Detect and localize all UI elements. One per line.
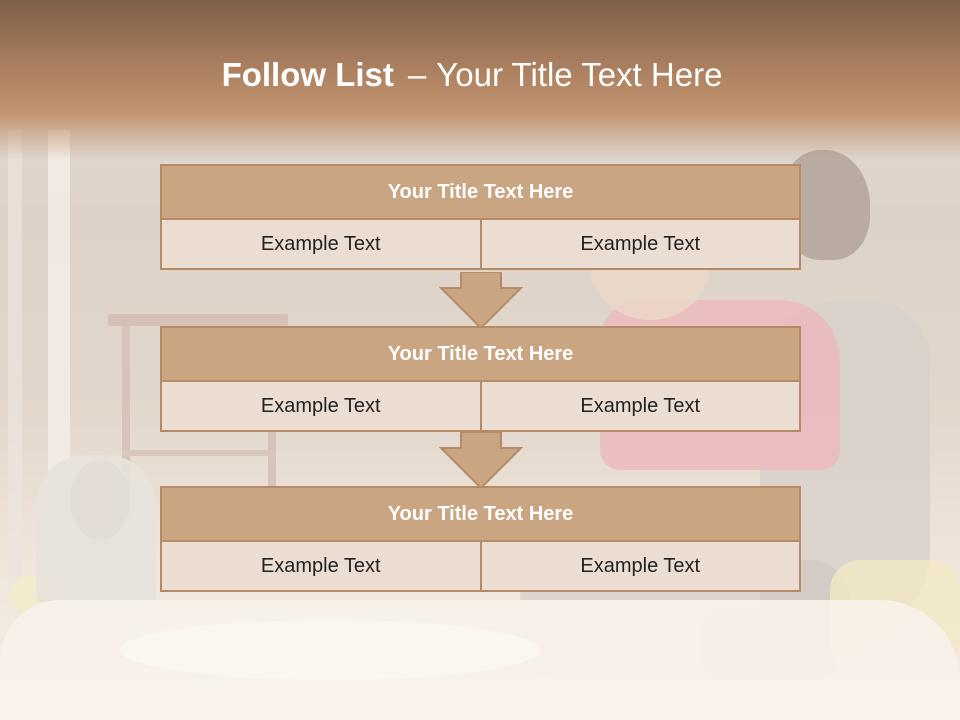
block-row: Example Text Example Text xyxy=(160,542,801,592)
block-cell-left[interactable]: Example Text xyxy=(160,382,482,432)
down-arrow-icon xyxy=(439,432,523,490)
list-block-2: Your Title Text Here Example Text Exampl… xyxy=(160,326,801,432)
list-block-3: Your Title Text Here Example Text Exampl… xyxy=(160,486,801,592)
title-separator: – xyxy=(407,56,427,93)
block-title[interactable]: Your Title Text Here xyxy=(160,326,801,382)
bed-sheet xyxy=(120,620,540,680)
block-row: Example Text Example Text xyxy=(160,220,801,270)
block-cell-right[interactable]: Example Text xyxy=(481,220,801,270)
title-bold: Follow List xyxy=(221,56,394,93)
down-arrow-icon xyxy=(439,272,523,330)
block-row: Example Text Example Text xyxy=(160,382,801,432)
chair-bar xyxy=(122,450,276,456)
block-cell-right[interactable]: Example Text xyxy=(481,382,801,432)
block-cell-left[interactable]: Example Text xyxy=(160,542,482,592)
slide-title[interactable]: Follow List–Your Title Text Here xyxy=(0,56,944,94)
chair-leg xyxy=(122,326,130,516)
door-frame xyxy=(8,130,22,590)
block-title[interactable]: Your Title Text Here xyxy=(160,486,801,542)
header-band: Follow List–Your Title Text Here xyxy=(0,0,960,160)
block-cell-left[interactable]: Example Text xyxy=(160,220,482,270)
block-cell-right[interactable]: Example Text xyxy=(481,542,801,592)
list-block-1: Your Title Text Here Example Text Exampl… xyxy=(160,164,801,270)
block-title[interactable]: Your Title Text Here xyxy=(160,164,801,220)
title-rest: Your Title Text Here xyxy=(436,56,723,93)
chair-seat xyxy=(108,314,288,326)
sock xyxy=(70,460,130,540)
